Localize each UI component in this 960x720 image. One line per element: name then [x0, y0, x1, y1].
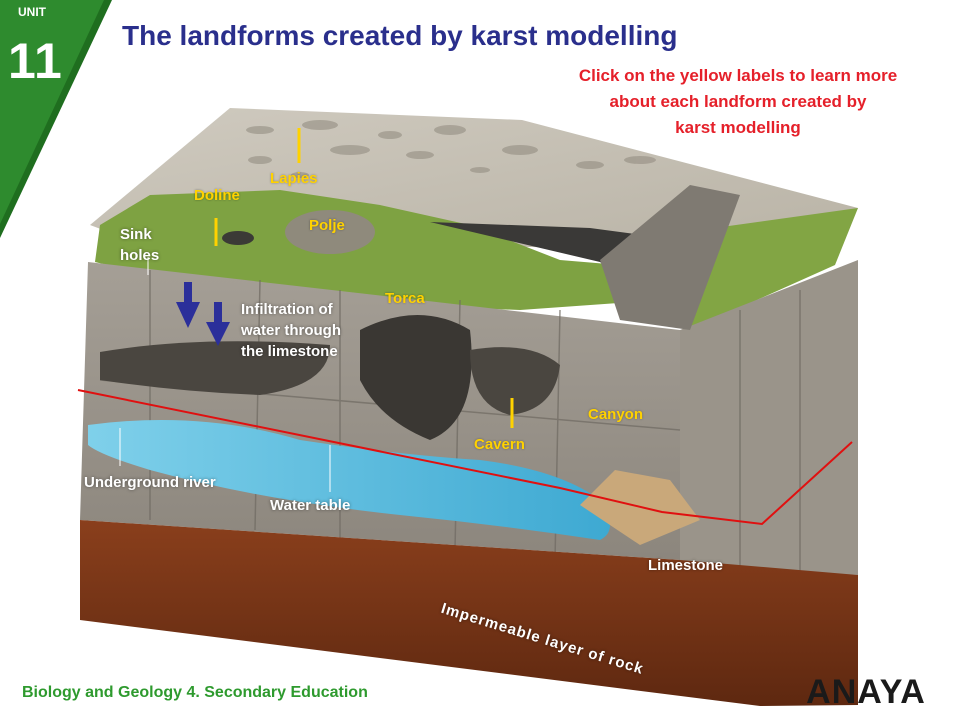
label-limestone: Limestone — [648, 557, 724, 574]
label-water-table: Water table — [270, 497, 351, 514]
canyon-left-wall — [600, 185, 740, 330]
upper-cave — [100, 341, 330, 395]
yellow-pointer-lines — [214, 128, 514, 428]
label-torca[interactable]: Torca — [385, 290, 425, 307]
impermeable-layer — [80, 520, 858, 706]
torca-opening — [430, 222, 680, 300]
instructions-line-1: Click on the yellow labels to learn more — [578, 66, 898, 85]
doline-hole — [222, 231, 254, 245]
label-lapies[interactable]: Lapies — [270, 170, 318, 187]
unit-badge — [0, 0, 112, 238]
unit-label: UNIT — [18, 5, 46, 19]
label-cavern[interactable]: Cavern — [474, 436, 525, 453]
footer-text: Biology and Geology 4. Secondary Educati… — [22, 684, 368, 701]
canyon-right-block — [680, 260, 858, 575]
label-polje[interactable]: Polje — [309, 217, 345, 234]
instructions-line-3: karst modelling — [675, 118, 801, 137]
infiltration-arrows — [176, 282, 230, 346]
label-infiltration: Infiltration of water through the limest… — [241, 301, 341, 360]
unit-number: 11 — [8, 33, 63, 89]
label-sink-holes: Sink holes — [120, 226, 160, 264]
torca-cave — [360, 315, 472, 440]
white-pointer-lines — [119, 257, 331, 492]
lapies-texture — [246, 120, 656, 178]
label-doline[interactable]: Doline — [194, 187, 240, 204]
cavern — [470, 347, 560, 415]
label-canyon[interactable]: Canyon — [588, 406, 644, 423]
page-title: The landforms created by karst modelling — [122, 20, 678, 51]
anaya-logo: ANAYA — [806, 673, 926, 710]
instructions-line-2: about each landform created by — [609, 92, 867, 111]
water-table-line — [77, 389, 853, 526]
polje-depression — [285, 210, 375, 254]
instructions-text: Click on the yellow labels to learn more… — [520, 63, 956, 141]
label-underground-river: Underground river — [84, 474, 216, 491]
anaya-logo-text: ANAYA — [806, 673, 926, 710]
underground-river — [88, 420, 610, 540]
